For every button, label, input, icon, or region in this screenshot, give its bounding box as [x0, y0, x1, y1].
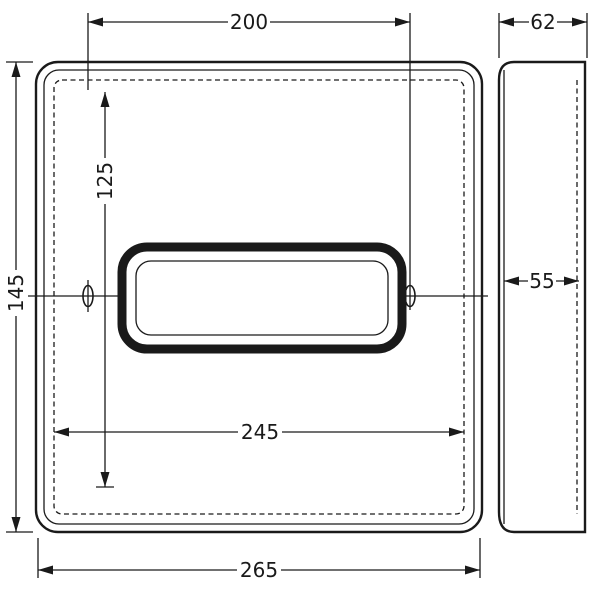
dim-mounting-hole-spacing: 200	[87, 10, 411, 310]
slot-outer-lip	[117, 242, 407, 354]
dim-side-inner-depth: 55	[504, 269, 579, 293]
front-view	[28, 60, 488, 534]
dim-inner-width: 245	[54, 420, 464, 444]
arrowhead-top	[11, 62, 21, 77]
arrowhead-right	[572, 17, 587, 27]
arrowhead-left	[504, 276, 519, 286]
dim-label-200: 200	[230, 10, 268, 34]
dim-side-depth: 62	[498, 10, 588, 58]
mounting-hole-left	[82, 284, 94, 308]
dim-label-245: 245	[241, 420, 279, 444]
dim-overall-width: 265	[37, 538, 481, 582]
arrowhead-left	[88, 17, 103, 27]
arrowhead-left	[54, 427, 69, 437]
front-inner-contour	[43, 69, 475, 525]
arrowhead-top	[100, 92, 110, 107]
arrowhead-right	[564, 276, 579, 286]
arrowhead-bottom	[11, 517, 21, 532]
side-view	[497, 60, 587, 534]
arrowhead-bottom	[100, 472, 110, 487]
arrowhead-left	[499, 17, 514, 27]
dim-label-55: 55	[529, 269, 554, 293]
dim-label-145: 145	[4, 274, 28, 312]
arrowhead-right	[449, 427, 464, 437]
arrowhead-left	[38, 565, 53, 575]
slot-inner-edge	[135, 260, 389, 336]
arrowhead-right	[395, 17, 410, 27]
dim-label-62: 62	[530, 10, 555, 34]
dim-overall-height: 145	[4, 61, 33, 533]
arrowhead-right	[465, 565, 480, 575]
side-outer-contour	[497, 60, 587, 534]
tissue-slot	[117, 242, 407, 354]
dim-vertical-offset: 125	[93, 92, 117, 488]
dim-label-125: 125	[93, 162, 117, 200]
front-backplate-dashed-outline	[53, 79, 465, 515]
dim-label-265: 265	[240, 558, 278, 582]
